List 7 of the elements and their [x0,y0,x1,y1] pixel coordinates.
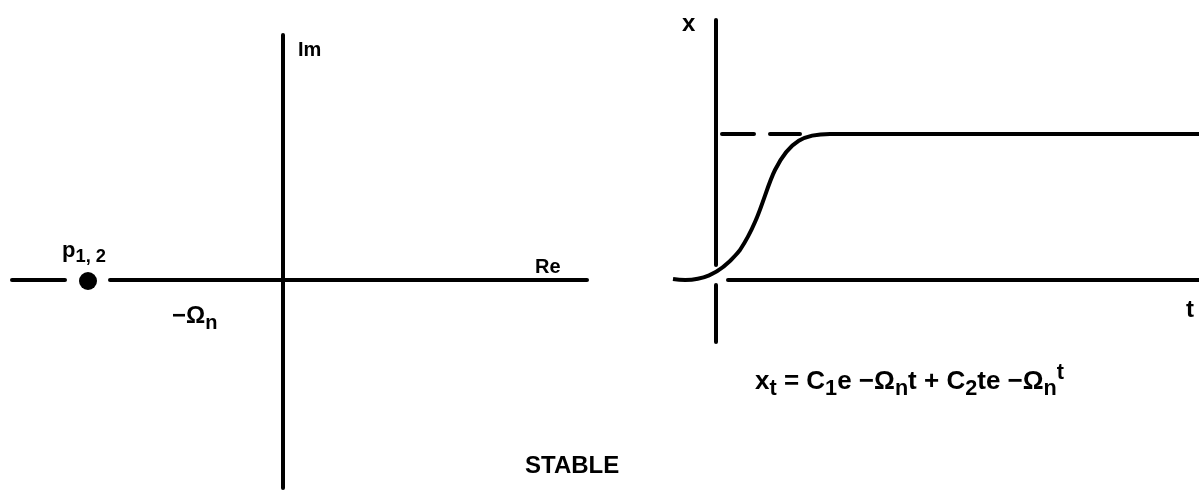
pole-value-label: −Ω$_{n}$ [172,302,218,333]
pole-label: p$_{1, 2}$ [62,238,107,267]
axis-label: t [1186,296,1194,323]
axis-label: x [682,10,696,37]
axis-label: Re [535,255,561,277]
caption: STABLE [525,452,620,479]
axis-label: Im [298,38,322,60]
